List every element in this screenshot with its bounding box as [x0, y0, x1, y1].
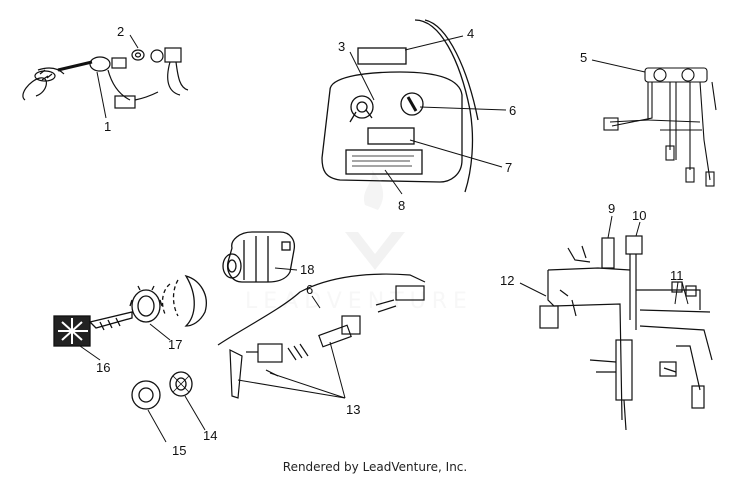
dash-panel: [321, 19, 479, 193]
callout-10: 10: [632, 208, 646, 223]
callout-6b: 6: [306, 282, 313, 297]
callout-9: 9: [608, 201, 615, 216]
callout-7: 7: [505, 160, 512, 175]
gauge-harness: [603, 67, 717, 187]
key-switch-assembly: [22, 56, 159, 109]
callout-17: 17: [168, 337, 182, 352]
callout-15: 15: [172, 443, 186, 458]
callout-leaders-harness: [519, 215, 689, 305]
callout-14: 14: [203, 428, 217, 443]
callout-5: 5: [580, 50, 587, 65]
watermark-text: LEADVENTURE: [245, 289, 473, 314]
callout-11: 11: [670, 268, 684, 283]
bezel-parts: [129, 274, 207, 327]
key-emblem: [53, 311, 133, 347]
ignition-switch: [222, 231, 296, 283]
watermark-logo: LEADVENTURE: [245, 170, 473, 314]
callout-12: 12: [500, 273, 514, 288]
callout-leaders-dash: [349, 35, 507, 195]
switch-components: [217, 273, 426, 399]
washer-nut-part: [131, 47, 189, 96]
callout-1: 1: [104, 119, 111, 134]
footer-credit: Rendered by LeadVenture, Inc.: [282, 460, 468, 474]
callout-16: 16: [96, 360, 110, 375]
callout-18: 18: [300, 262, 314, 277]
callout-leaders-13: [237, 295, 346, 399]
nut-washer: [131, 371, 193, 410]
callout-3: 3: [338, 39, 345, 54]
callout-4: 4: [467, 26, 474, 41]
callout-leader-1: [96, 71, 107, 119]
callout-6: 6: [509, 103, 516, 118]
main-wiring-harness: [539, 235, 713, 431]
callout-13: 13: [346, 402, 360, 417]
callout-8: 8: [398, 198, 405, 213]
callout-2: 2: [117, 24, 124, 39]
